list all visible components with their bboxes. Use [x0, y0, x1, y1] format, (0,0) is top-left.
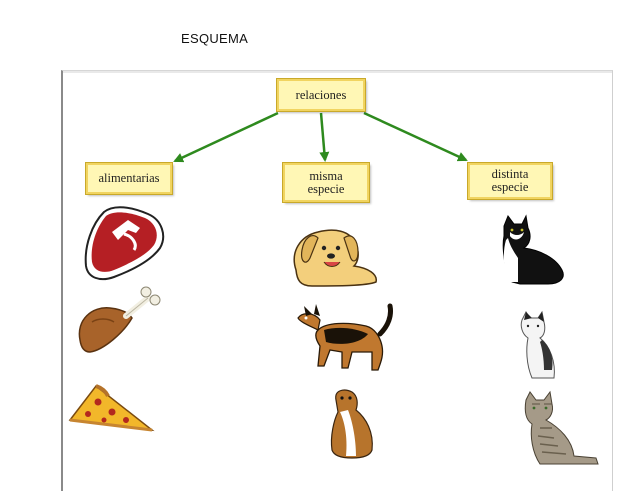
diagram-canvas — [68, 111, 599, 465]
chicken-leg-icon — [78, 286, 161, 353]
golden-dog-icon — [293, 229, 377, 287]
node-misma-label-line2: especie — [307, 181, 345, 196]
node-misma-especie: misma especie — [282, 162, 370, 203]
pizza-slice-icon — [68, 384, 155, 432]
arrow-to-alimentarias — [173, 111, 279, 163]
meat-steak-icon — [84, 206, 165, 281]
tabby-cat-icon — [524, 390, 599, 465]
page-title: ESQUEMA — [181, 31, 249, 46]
arrow-to-misma-especie — [319, 112, 330, 162]
arrow-to-distinta-especie — [363, 111, 468, 162]
diagram-frame — [61, 70, 613, 491]
node-distinta-especie: distinta especie — [467, 162, 553, 200]
node-misma-label-line1: misma — [309, 168, 343, 183]
sitting-white-cat-icon — [520, 310, 555, 379]
collie-dog-icon — [329, 389, 373, 459]
node-distinta-label-line2: especie — [491, 180, 529, 194]
node-relaciones: relaciones — [276, 78, 366, 112]
node-relaciones-label: relaciones — [295, 87, 347, 102]
german-shepherd-icon — [297, 303, 393, 371]
node-alimentarias-label: alimentarias — [98, 171, 160, 185]
node-distinta-label-line1: distinta — [491, 167, 529, 181]
black-white-cat-icon — [502, 214, 564, 285]
node-alimentarias: alimentarias — [85, 162, 173, 195]
